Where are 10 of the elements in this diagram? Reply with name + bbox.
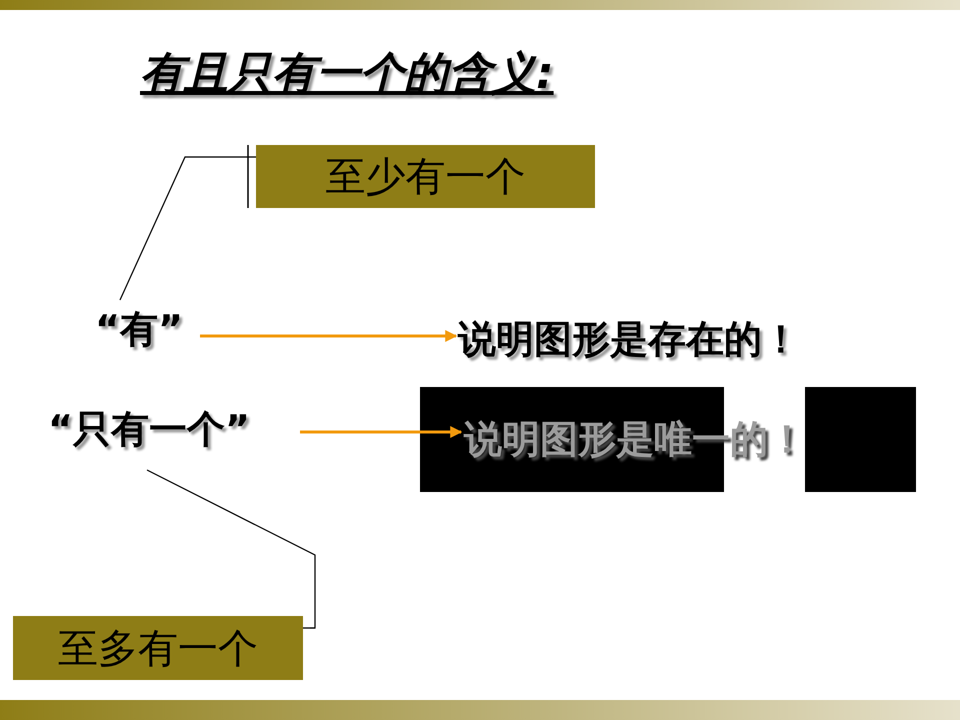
quoted-term: “有” [95, 304, 183, 355]
quoted-term: “只有一个” [48, 404, 250, 455]
label-box: 至少有一个 [256, 145, 595, 208]
title: 有且只有一个的含义: [140, 47, 554, 101]
leader-line [146, 469, 316, 629]
leader-line [119, 156, 256, 300]
explanation-text: 说明图形是存在的！ [458, 314, 800, 365]
label-box: 至多有一个 [13, 616, 303, 680]
arrow [200, 330, 458, 342]
arrow [300, 426, 462, 438]
